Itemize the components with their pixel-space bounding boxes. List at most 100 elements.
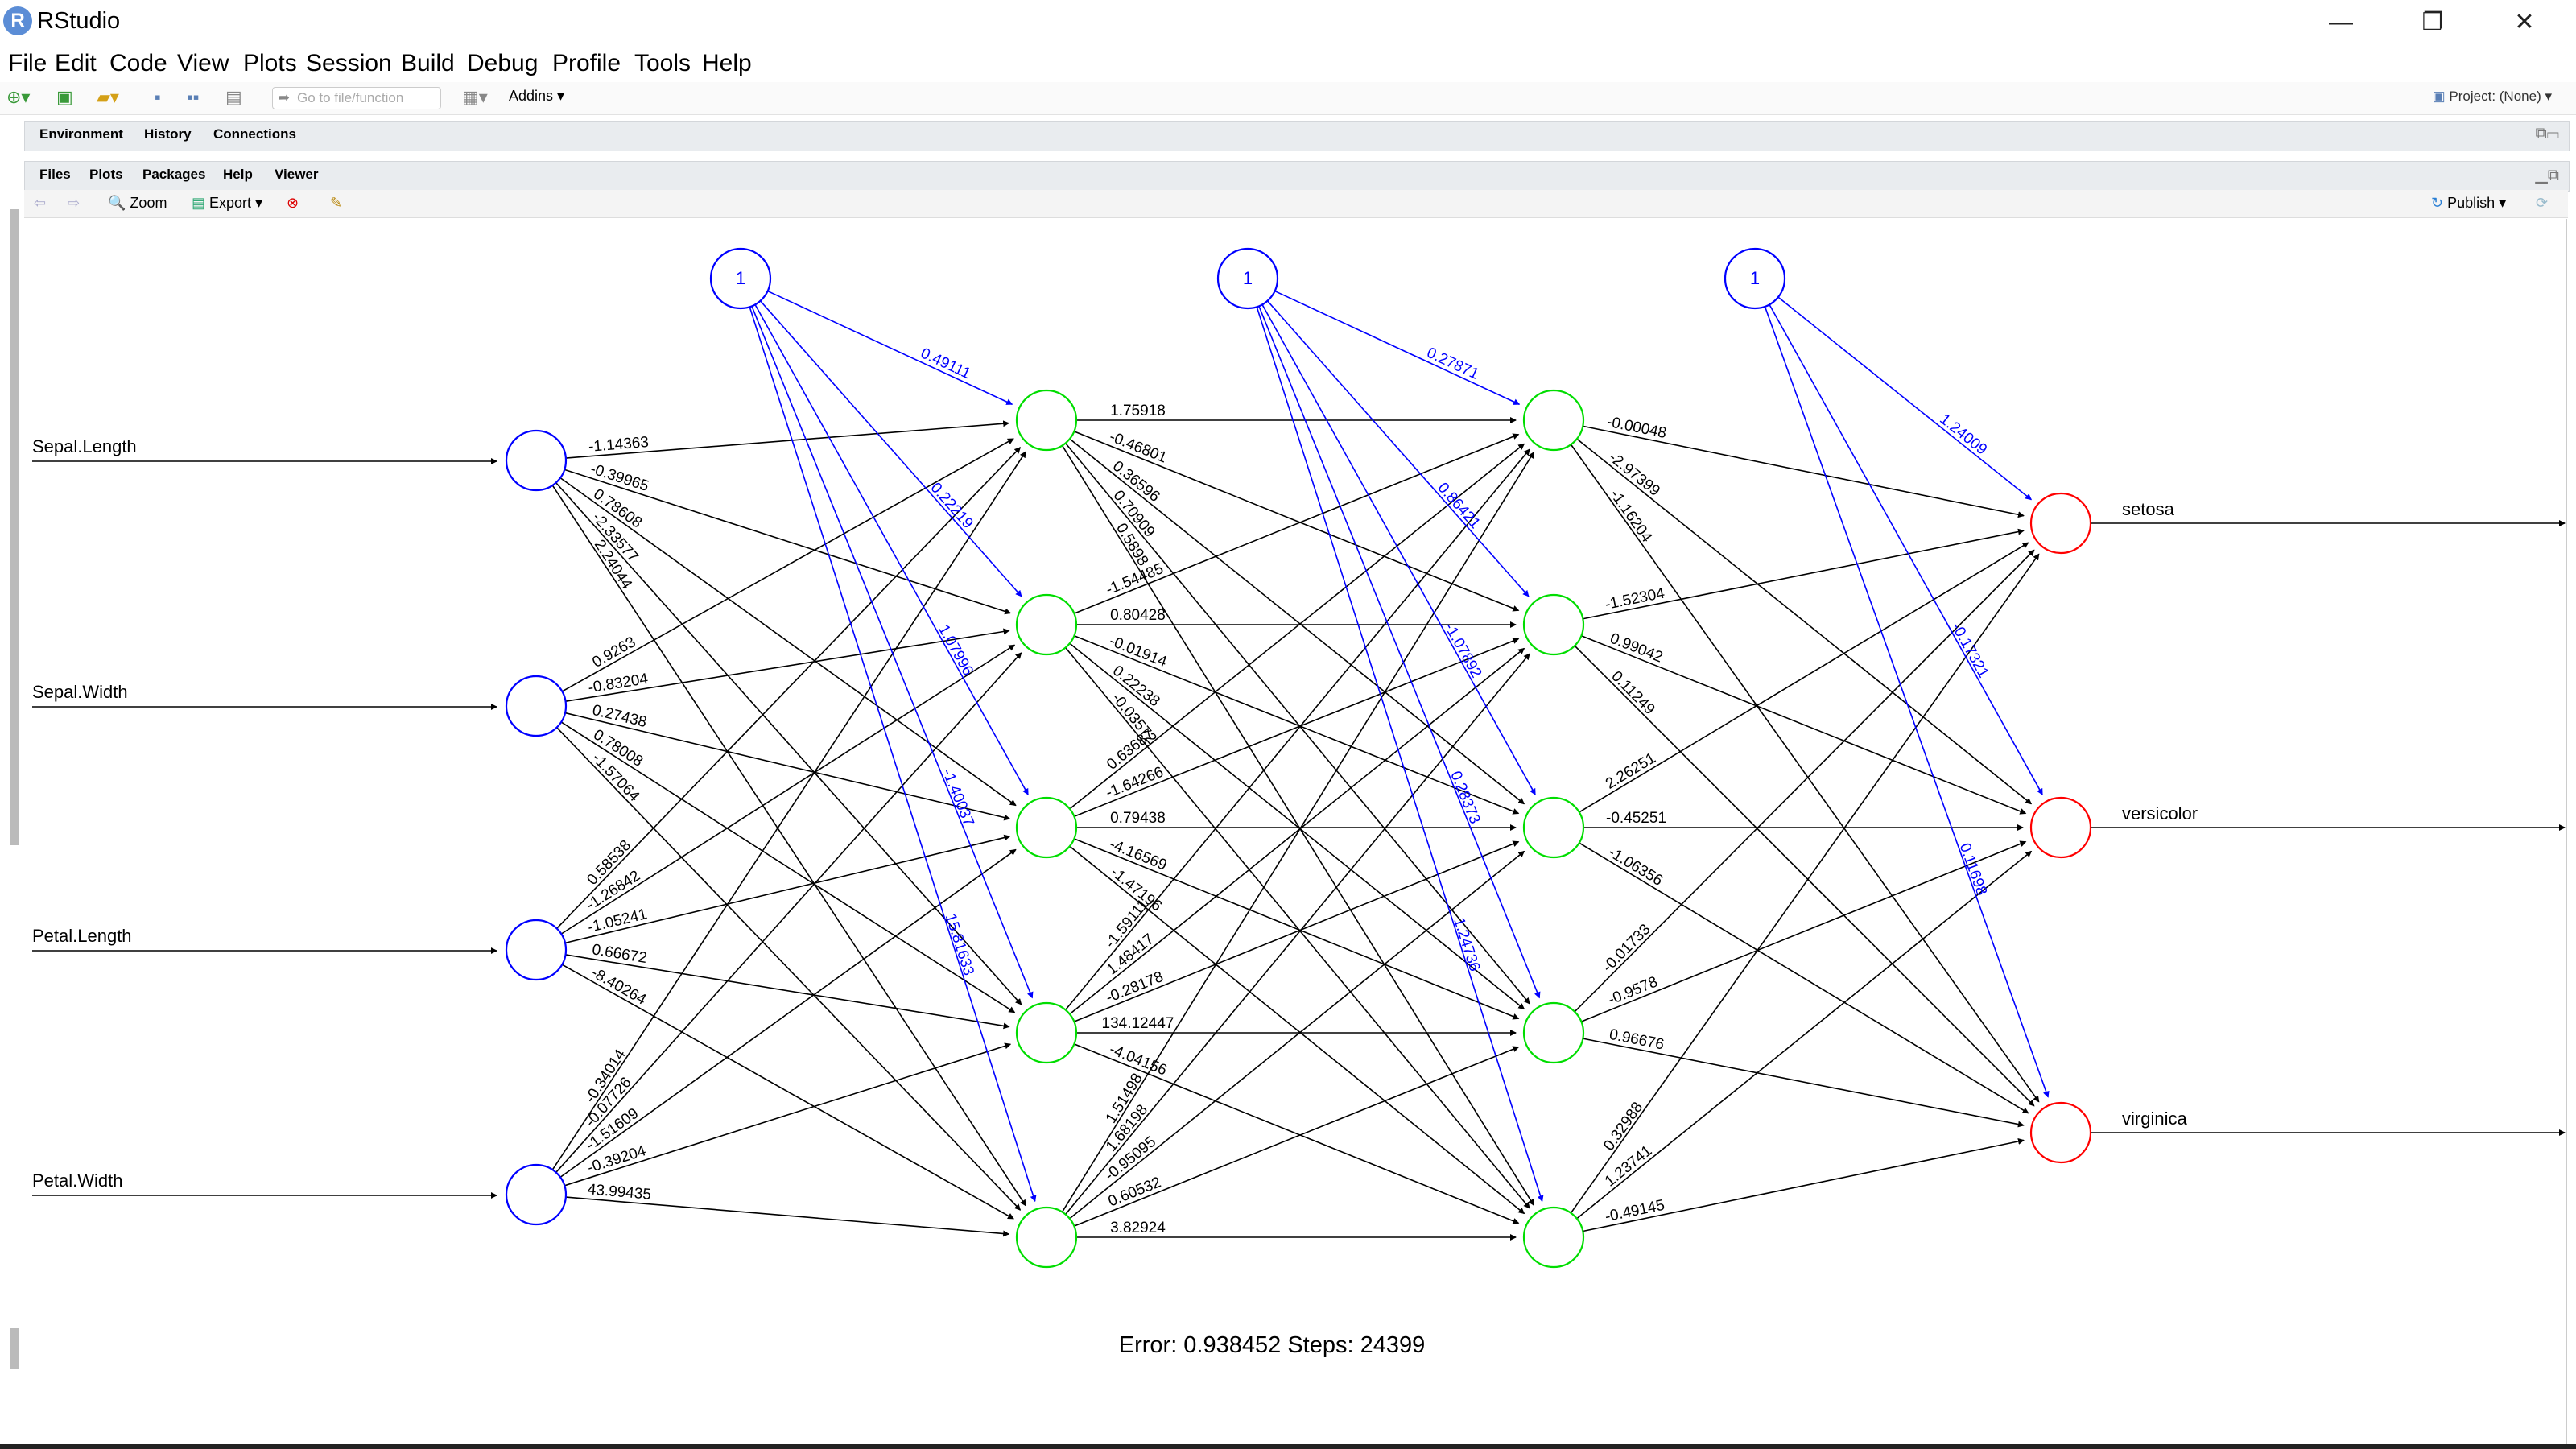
export-button[interactable]: ▤ Export ▾ [192,195,263,211]
save-icon[interactable]: ▪ [155,87,161,107]
menu-code[interactable]: Code [109,50,167,76]
minimize-button[interactable]: — [2329,9,2353,35]
edge-in1-h10 [561,438,1014,692]
pane-restore-icon[interactable]: ⧉▭ [2535,125,2560,142]
edge-in3-h10 [551,451,1026,1170]
grid-layout-icon[interactable]: ▦▾ [462,87,488,107]
hidden1-node-2 [1015,796,1078,859]
bias2-edge-1-label: 0.86421 [1435,480,1484,532]
hidden1-node-1 [1015,593,1078,656]
menu-profile[interactable]: Profile [552,50,621,76]
open-file-icon[interactable]: ▰▾ [97,87,119,107]
pane-minimize-icon[interactable]: ▁⧉ [2535,167,2559,184]
edge-in1-h12 [564,712,1011,821]
new-project-icon[interactable]: ▣ [56,87,73,107]
input-node-1 [505,675,568,737]
bias-node-0 [709,247,772,310]
left-scroll-strip [10,209,19,845]
edge-in2-h10 [556,447,1022,929]
edge-h12-h23 [1073,838,1520,1020]
edge-h11-h23 [1069,642,1525,1010]
edge-h14-h23 [1074,1046,1520,1227]
input-label-Petal.Length: Petal.Length [32,926,132,946]
bias-node-1 [1216,247,1279,310]
bias2-edge-0 [1274,290,1521,405]
bias2-edge-4 [1256,307,1544,1203]
new-file-icon[interactable]: ⊕▾ [6,87,31,107]
menu-tools[interactable]: Tools [634,50,691,76]
publish-button[interactable]: ↻ Publish ▾ [2431,195,2507,211]
edge-in0-h13 [555,482,1022,1005]
edge-h13-h20 [1064,448,1530,1011]
edge-h24-out2-label: -0.49145 [1604,1197,1666,1226]
bias2-edge-4-label: 1.24736 [1450,916,1483,974]
edge-h21-out0 [1583,528,2025,620]
left-scroll-strip-lower [10,1328,19,1368]
tab-connections[interactable]: Connections [213,126,296,142]
restore-button[interactable]: ❐ [2421,9,2444,35]
back-arrow-icon[interactable]: ⇦ [34,195,47,211]
edge-h22-out2 [1579,842,2029,1114]
clear-all-icon[interactable]: ✎ [330,195,343,211]
edge-h23-out0 [1574,549,2035,1013]
close-button[interactable]: ✕ [2514,9,2535,35]
tab-plots[interactable]: Plots [89,167,123,182]
menu-view[interactable]: View [177,50,229,76]
edge-h14-h24-label: 3.82924 [1110,1220,1166,1236]
zoom-icon: 🔍 [108,195,126,211]
hidden2-node-4 [1522,1206,1585,1269]
menu-build[interactable]: Build [401,50,455,76]
edge-h10-h21-label: -0.46801 [1107,428,1169,467]
menu-edit[interactable]: Edit [55,50,97,76]
bias-node-2 [1724,247,1786,310]
edge-h13-h21 [1069,647,1525,1015]
refresh-icon[interactable]: ⟳ [2536,195,2549,211]
edge-h12-h21 [1074,638,1520,818]
save-all-icon[interactable]: ▪▪ [187,87,200,107]
export-icon: ▤ [192,195,206,211]
edge-h11-h22 [1074,634,1520,815]
tab-help[interactable]: Help [223,167,253,182]
print-icon[interactable]: ▤ [225,87,242,107]
menu-plots[interactable]: Plots [243,50,297,76]
bias2-edge-1 [1266,300,1530,597]
tab-files[interactable]: Files [39,167,71,182]
goto-file-input[interactable]: ➦ Go to file/function [272,87,441,109]
bias1-edge-1 [759,300,1022,597]
input-node-3 [505,1163,568,1226]
edge-h12-h24 [1069,845,1525,1215]
remove-plot-icon[interactable]: ⊗ [287,195,299,211]
hidden2-node-0 [1522,389,1585,452]
edge-h11-h20-label: -1.54485 [1104,560,1166,599]
edge-in2-h12 [564,834,1011,944]
rstudio-logo-icon: R [3,6,32,35]
menu-file[interactable]: File [8,50,47,76]
edge-in3-h13 [564,1042,1012,1187]
output-node-0 [2029,492,2092,555]
edge-h11-h22-label: -0.01914 [1107,633,1170,671]
menu-session[interactable]: Session [306,50,392,76]
tab-packages[interactable]: Packages [142,167,206,182]
hidden1-node-4 [1015,1206,1078,1269]
tab-viewer[interactable]: Viewer [275,167,319,182]
edge-h23-out1-label: -0.9578 [1606,973,1661,1009]
edge-h11-h21-label: 0.80428 [1110,607,1166,624]
edge-in2-h14-label: -8.40264 [588,964,649,1009]
addins-menu[interactable]: Addins ▾ [509,88,565,104]
edge-h13-h22 [1073,840,1520,1022]
output-node-1 [2029,796,2092,859]
edge-in1-h10-label: 0.9263 [589,634,638,671]
zoom-button[interactable]: 🔍 Zoom [108,195,167,211]
edge-h14-h21 [1064,653,1530,1216]
bias1-edge-0-label: 0.49111 [918,345,973,382]
menu-help[interactable]: Help [702,50,752,76]
project-menu[interactable]: ▣ Project: (None) ▾ [2432,89,2552,104]
bias-node-label-2: 1 [1750,268,1760,288]
project-icon: ▣ [2432,89,2446,104]
edge-h11-h20 [1074,433,1520,614]
edge-in0-h14 [551,485,1026,1207]
forward-arrow-icon[interactable]: ⇨ [68,195,80,211]
tab-history[interactable]: History [144,126,192,142]
menu-debug[interactable]: Debug [467,50,539,76]
tab-environment[interactable]: Environment [39,126,123,142]
